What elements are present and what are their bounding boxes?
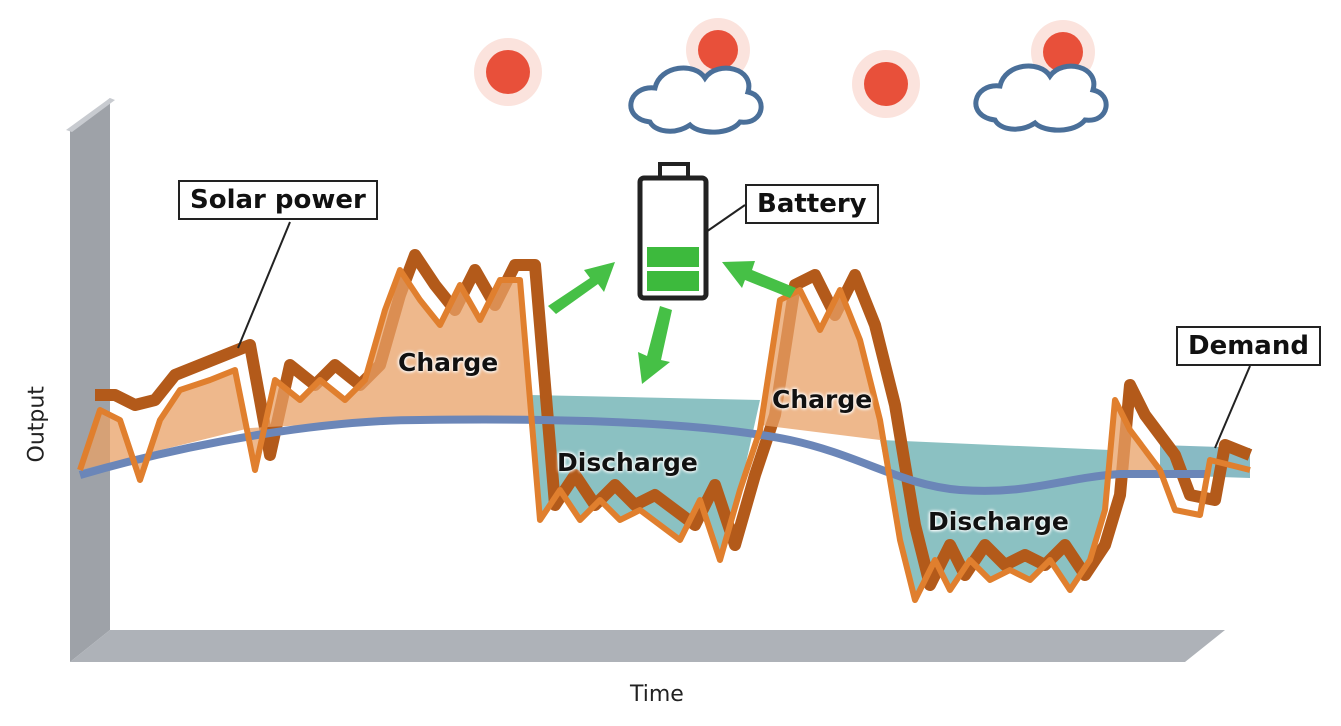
y-axis-face [66, 98, 115, 132]
solar-charge-area [80, 270, 530, 480]
discharge-label: Discharge [557, 448, 698, 477]
sun-icon [686, 18, 750, 82]
solar-charge-area [1105, 400, 1175, 510]
demand-line [78, 415, 1205, 495]
y-axis-wall [70, 98, 110, 662]
solar-charge-area [760, 290, 880, 440]
charge-label: Charge [398, 348, 499, 377]
discharge-arrow-icon [638, 306, 672, 384]
sun-icon [852, 50, 920, 118]
solar-power-line [77, 267, 1251, 603]
solar-power-label: Solar power [178, 180, 378, 220]
discharge-label: Discharge [928, 507, 1069, 536]
cloud-icon [628, 65, 764, 135]
charge-label: Charge [772, 385, 873, 414]
cloud-icon [973, 63, 1109, 133]
x-axis-label: Time [630, 682, 684, 707]
demand-leader-line [1214, 365, 1251, 449]
sun-icon [474, 38, 542, 106]
x-axis-floor [70, 630, 1225, 662]
discharge-area [530, 395, 760, 560]
battery-icon [637, 162, 709, 301]
battery-leader-line [705, 204, 746, 233]
solar-leader-line [237, 221, 291, 349]
battery-label: Battery [745, 184, 879, 224]
demand-label: Demand [1176, 326, 1321, 366]
solar-power-ribbon-back [95, 249, 1253, 591]
y-axis-label: Output [24, 386, 50, 463]
charge-arrow-icon [548, 261, 796, 314]
